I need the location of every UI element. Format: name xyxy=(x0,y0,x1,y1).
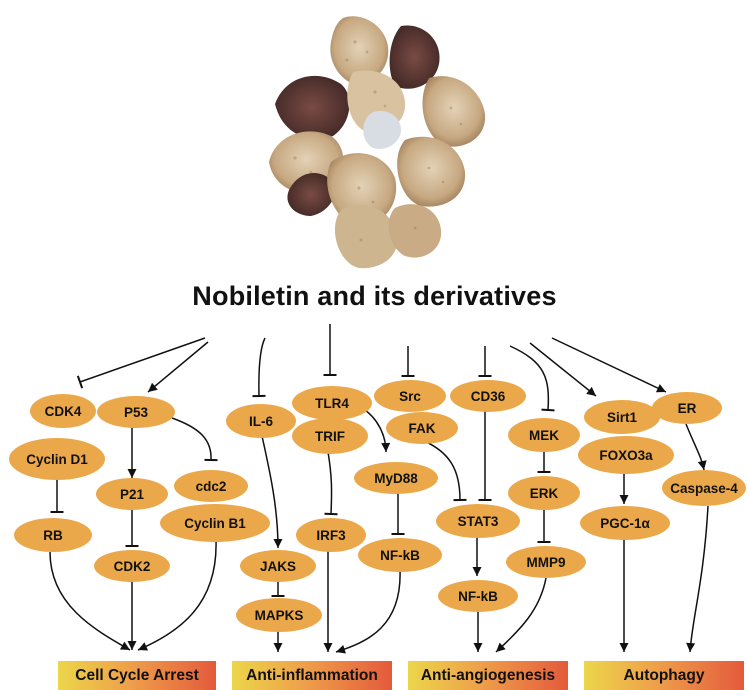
edge-tlr4-myd88-arrowhead xyxy=(381,442,391,452)
edge-caspase4-autophagy-arrowhead xyxy=(686,642,696,652)
edge-fak-stat3 xyxy=(421,439,461,501)
edge-to-cdk4 xyxy=(79,337,206,383)
edge-to-sirt1-arrowhead xyxy=(586,386,596,396)
node-trif: TRIF xyxy=(292,418,368,454)
edge-foxo3a-pgc1a-arrowhead xyxy=(619,495,629,504)
node-er: ER xyxy=(652,392,722,424)
outcome-anti-angiogenesis: Anti-angiogenesis xyxy=(408,661,568,690)
edge-il6-jaks-arrowhead xyxy=(273,538,283,548)
outcome-cell-cycle-arrest: Cell Cycle Arrest xyxy=(58,661,216,690)
node-cdk2: CDK2 xyxy=(94,550,170,582)
node-cd36: CD36 xyxy=(450,380,526,412)
node-cdc2: cdc2 xyxy=(174,470,248,502)
edge-nfkb-ai xyxy=(335,569,401,653)
node-fak: FAK xyxy=(386,412,458,444)
edge-p53-cdc2 xyxy=(171,417,212,461)
edge-irf3-ai-arrowhead xyxy=(323,643,333,652)
node-stat3: STAT3 xyxy=(436,504,520,538)
node-cyclin-d1: Cyclin D1 xyxy=(9,438,105,480)
edge-mmp9-aa-arrowhead xyxy=(496,642,506,652)
edge-p53-p21-arrowhead xyxy=(127,469,137,478)
edge-rb-cca-arrowhead xyxy=(119,641,130,650)
node-mek: MEK xyxy=(508,418,580,452)
node-cyclin-b1: Cyclin B1 xyxy=(160,504,270,542)
edge-to-p53 xyxy=(147,341,209,393)
node-cdk4: CDK4 xyxy=(30,394,96,428)
edge-to-mek xyxy=(509,345,550,411)
node-erk: ERK xyxy=(508,476,580,510)
edge-mmp9-aa xyxy=(495,577,547,653)
edge-to-il6 xyxy=(258,337,266,397)
node-pgc1a: PGC-1α xyxy=(580,506,670,540)
edge-nfkb-ai-arrowhead xyxy=(336,644,346,654)
edge-to-er xyxy=(551,337,667,393)
node-mmp9: MMP9 xyxy=(506,546,586,578)
edge-rb-cca xyxy=(49,551,131,651)
edge-to-er-arrowhead xyxy=(655,384,666,393)
edge-heads xyxy=(50,374,707,654)
edge-mapks-ai-arrowhead xyxy=(273,643,283,652)
diagram-title: Nobiletin and its derivatives xyxy=(192,281,557,311)
edge-to-p53-arrowhead xyxy=(148,382,158,392)
node-p21: P21 xyxy=(96,478,168,510)
node-foxo3a: FOXO3a xyxy=(578,436,674,474)
outcome-anti-inflammation: Anti-inflammation xyxy=(232,661,392,690)
edge-caspase4-autophagy xyxy=(689,505,709,653)
edge-cyclinb1-cca xyxy=(137,539,217,651)
edge-trif-irf3 xyxy=(327,451,333,515)
outcome-autophagy: Autophagy xyxy=(584,661,744,690)
node-jaks: JAKS xyxy=(240,550,316,582)
node-caspase4: Caspase-4 xyxy=(662,470,746,506)
node-nfkb-2: NF-kB xyxy=(438,580,518,612)
node-rb: RB xyxy=(14,518,92,552)
node-myd88: MyD88 xyxy=(354,462,438,494)
edge-nfkb2-aa-arrowhead xyxy=(473,643,483,652)
node-nfkb-1: NF-kB xyxy=(358,538,442,572)
node-sirt1: Sirt1 xyxy=(584,400,660,434)
edge-pgc1a-autophagy-arrowhead xyxy=(619,643,629,652)
edge-er-caspase4-arrowhead xyxy=(697,460,707,470)
node-irf3: IRF3 xyxy=(296,518,366,552)
edge-to-mek-inhibition-bar xyxy=(541,408,555,412)
edge-trif-irf3-inhibition-bar xyxy=(324,512,338,516)
citrus-peel-image xyxy=(269,16,486,269)
edge-cdk2-cca-arrowhead xyxy=(127,641,137,650)
edge-il6-jaks xyxy=(261,435,279,549)
node-mapks: MAPKS xyxy=(236,598,322,632)
node-tlr4: TLR4 xyxy=(292,386,372,420)
node-p53: P53 xyxy=(97,396,175,428)
node-il6: IL-6 xyxy=(226,404,296,438)
edge-to-sirt1 xyxy=(529,342,597,397)
edge-stat3-nfkb-arrowhead xyxy=(472,567,482,576)
edge-to-cdk4-inhibition-bar xyxy=(76,375,84,389)
edge-cyclinb1-cca-arrowhead xyxy=(138,642,149,651)
node-src: Src xyxy=(374,380,446,412)
